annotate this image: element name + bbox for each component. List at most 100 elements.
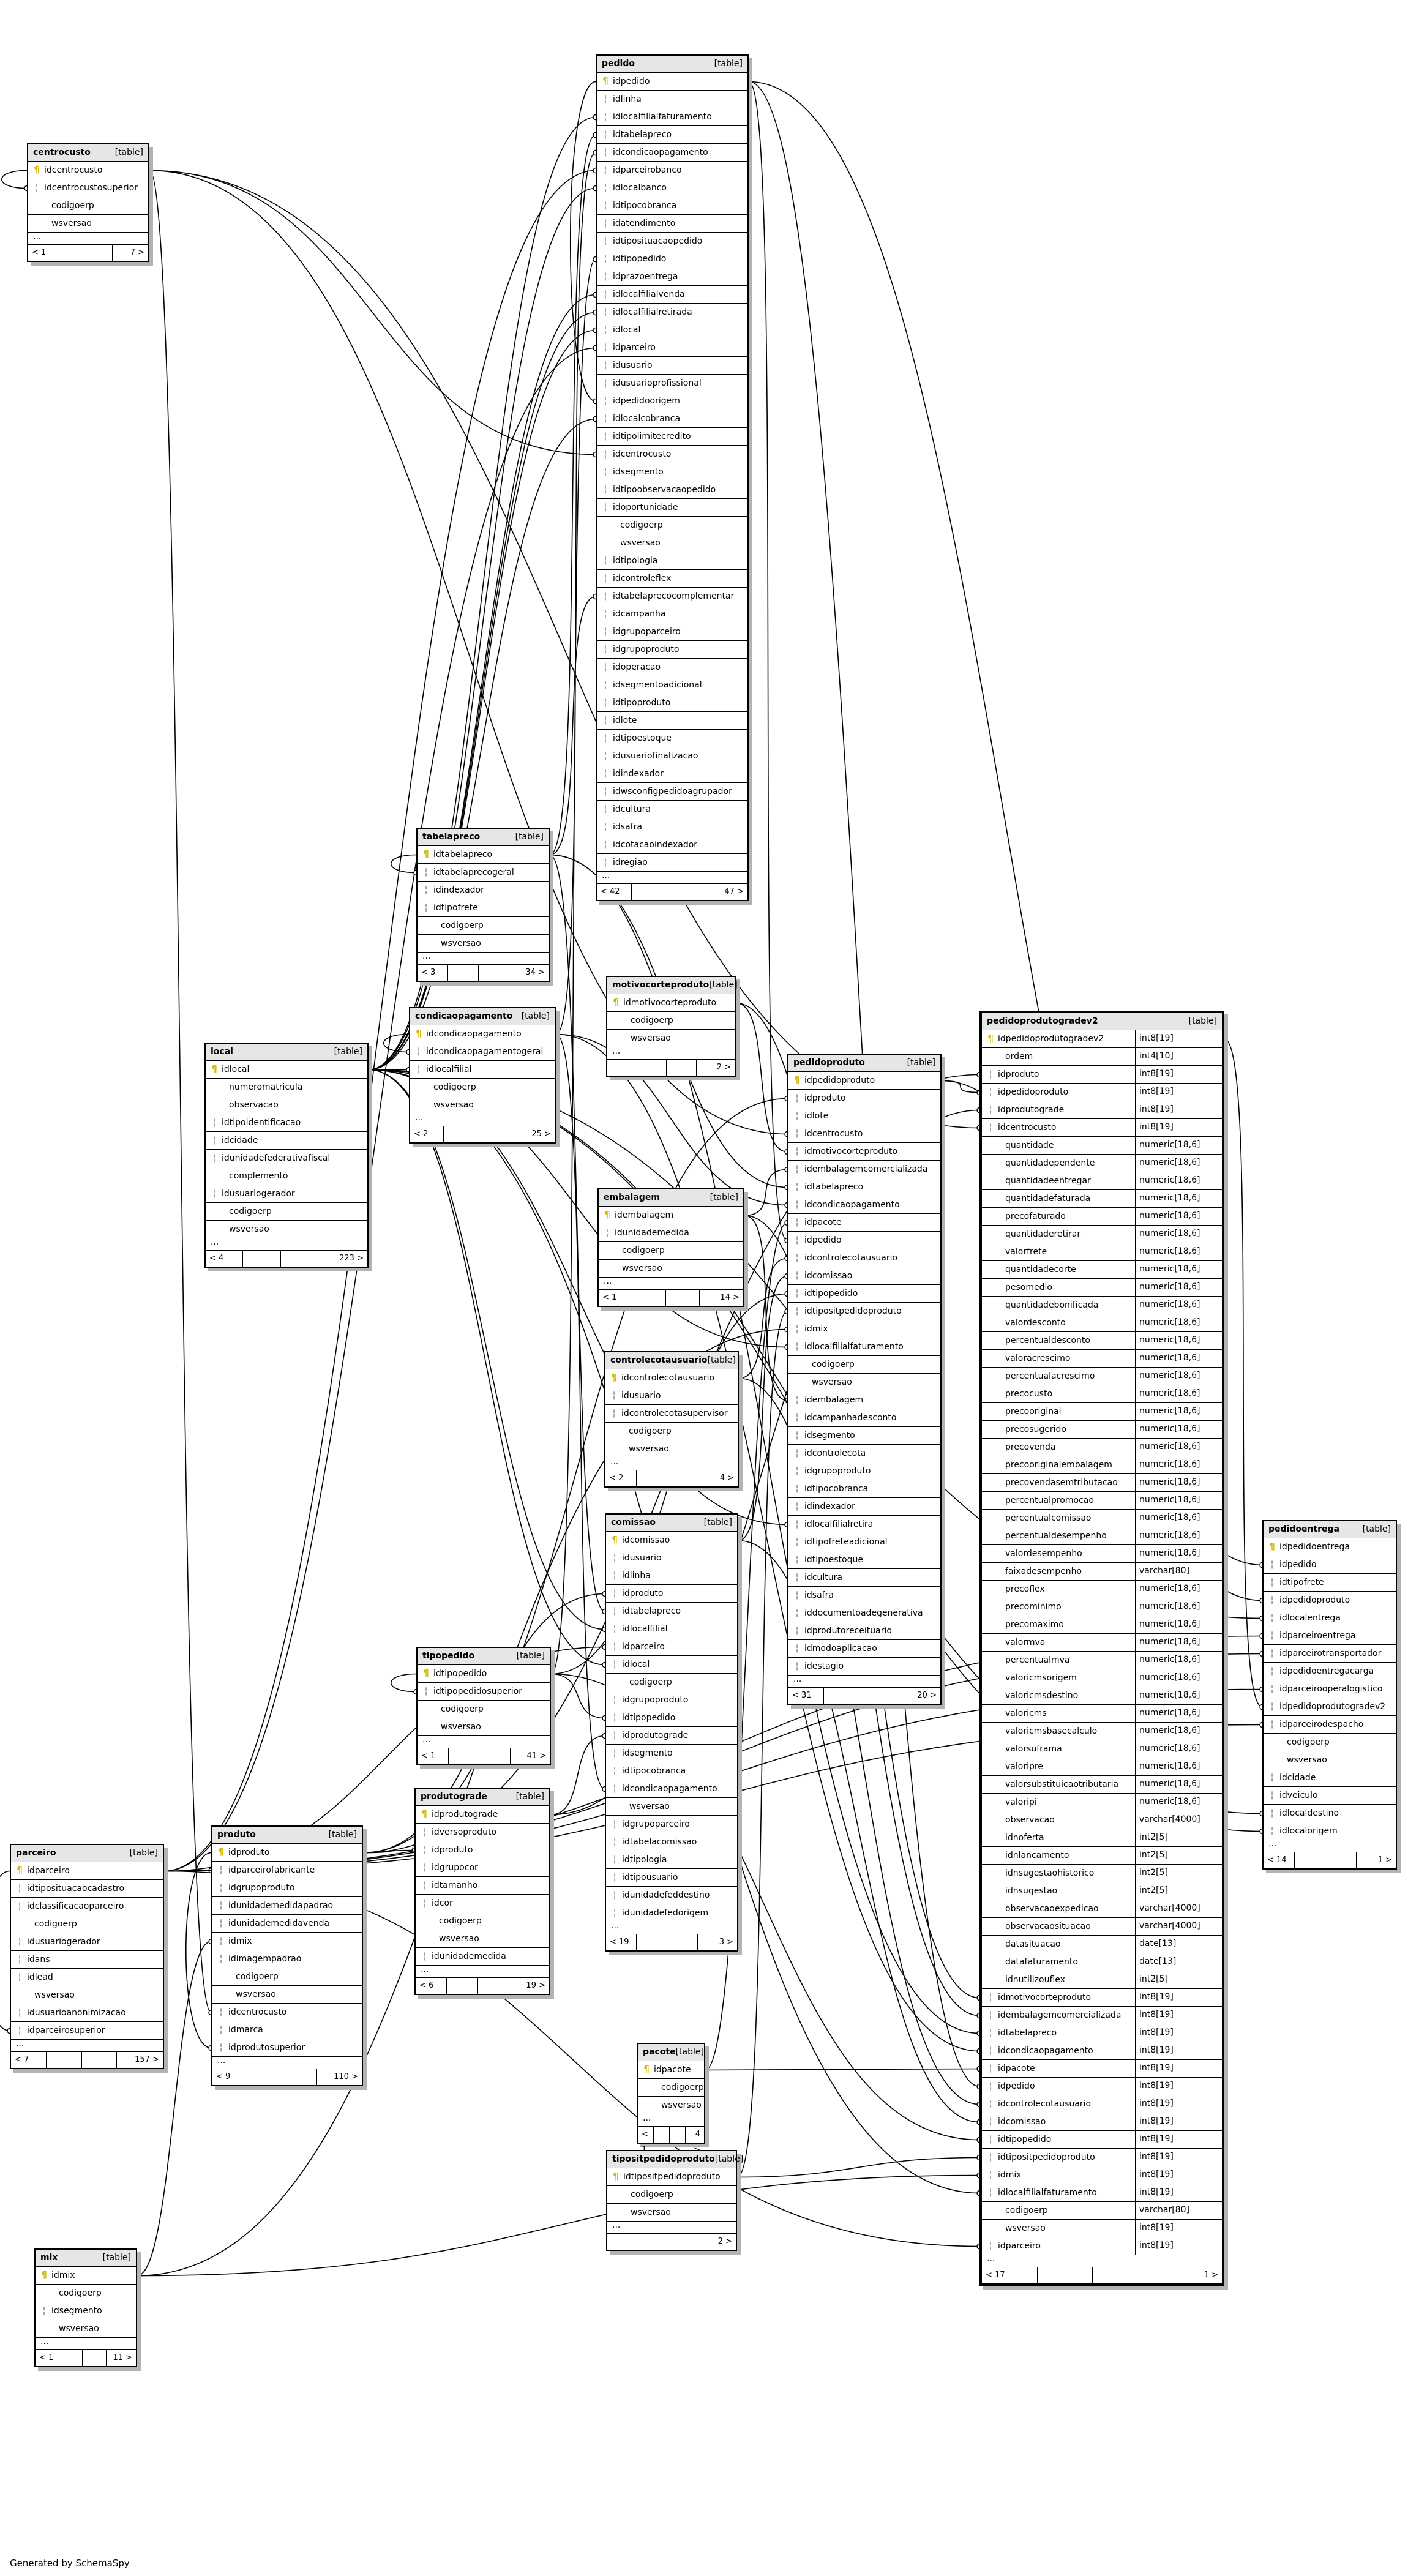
- column-row[interactable]: wsversao: [418, 1718, 550, 1736]
- column-row[interactable]: ¦idlocalfilialvenda: [597, 286, 747, 304]
- column-row[interactable]: ¦idmodoaplicacao: [788, 1640, 940, 1658]
- column-row[interactable]: ¦idlocal: [606, 1656, 737, 1674]
- column-row[interactable]: ¦idveiculo: [1264, 1787, 1396, 1805]
- column-row[interactable]: codigoerp: [418, 1701, 550, 1718]
- column-row[interactable]: wsversao: [638, 2097, 704, 2114]
- column-row[interactable]: ¦idsafra: [597, 818, 747, 836]
- column-row[interactable]: wsversao: [788, 1374, 940, 1391]
- column-row[interactable]: ¦idtabelapreco: [606, 1603, 737, 1620]
- column-row[interactable]: codigoerp: [212, 1968, 362, 1986]
- column-row[interactable]: ¦idoperacao: [597, 659, 747, 676]
- column-row[interactable]: ¦idlocalfilialretirada: [597, 304, 747, 321]
- column-row[interactable]: ¦idproduto: [606, 1585, 737, 1603]
- column-row[interactable]: ¦idmotivocorteproduto: [788, 1143, 940, 1161]
- column-row[interactable]: wsversao: [599, 1260, 743, 1278]
- column-row[interactable]: wsversao: [597, 534, 747, 552]
- column-row[interactable]: wsversao: [410, 1096, 555, 1114]
- table-header[interactable]: embalagem[table]: [599, 1189, 743, 1207]
- column-row[interactable]: ¦idcomissao: [788, 1267, 940, 1285]
- table-pedidoproduto[interactable]: pedidoproduto[table]¶idpedidoproduto¦idp…: [787, 1054, 942, 1705]
- column-row[interactable]: ¦idtipopedido: [606, 1709, 737, 1727]
- column-row[interactable]: codigoerp: [607, 2186, 736, 2204]
- column-row[interactable]: codigoerp: [606, 1674, 737, 1691]
- column-row[interactable]: ¦idoportunidade: [597, 499, 747, 517]
- column-row[interactable]: ¦idtabelaprecogeral: [418, 864, 549, 882]
- column-row[interactable]: ¦idcampanhadesconto: [788, 1409, 940, 1427]
- table-header[interactable]: controlecotausuario[table]: [605, 1352, 738, 1369]
- table-pedidoentrega[interactable]: pedidoentrega[table]¶idpedidoentrega¦idp…: [1262, 1520, 1397, 1870]
- column-row[interactable]: ¦idgrupoproduto: [212, 1879, 362, 1897]
- column-row[interactable]: codigoerp: [638, 2079, 704, 2097]
- column-row[interactable]: ¶idtipopedido: [418, 1665, 550, 1683]
- column-row[interactable]: ¦idusuarioprofissional: [597, 375, 747, 392]
- table-tipositpedidoproduto[interactable]: tipositpedidoproduto[table]¶idtipositped…: [606, 2150, 743, 2251]
- column-row[interactable]: wsversao: [212, 1986, 362, 2004]
- column-row[interactable]: ¦idtipofrete: [418, 899, 549, 917]
- table-controlecotausuario[interactable]: controlecotausuario[table]¶idcontrolecot…: [604, 1351, 739, 1488]
- column-row[interactable]: ¦idunidademedidapadrao: [212, 1897, 362, 1915]
- column-row[interactable]: ¦idcontrolecotausuario: [788, 1249, 940, 1267]
- column-row[interactable]: ¦idlote: [597, 712, 747, 730]
- column-row[interactable]: ¦idusuario: [597, 357, 747, 375]
- column-row[interactable]: ¶idparceiro: [11, 1862, 163, 1880]
- column-row[interactable]: codigoerp: [599, 1242, 743, 1260]
- table-header[interactable]: motivocorteproduto[table]: [607, 977, 738, 994]
- column-row[interactable]: ¦idprodutograde: [606, 1727, 737, 1745]
- table-comissao[interactable]: comissao[table]¶idcomissao¦idusuario¦idl…: [605, 1513, 738, 1952]
- column-row[interactable]: ¦idparceirobanco: [597, 162, 747, 179]
- column-row[interactable]: codigoerp: [605, 1423, 738, 1440]
- column-row[interactable]: ¦idregiao: [597, 854, 747, 872]
- column-row[interactable]: ¦iddocumentoadegenerativa: [788, 1604, 940, 1622]
- column-row[interactable]: ¶idtipositpedidoproduto: [607, 2168, 736, 2186]
- column-row[interactable]: ¦idtipoidentificacao: [206, 1114, 367, 1132]
- column-row[interactable]: ¦idtipousuario: [606, 1869, 737, 1887]
- column-row[interactable]: ¦idcondicaopagamentogeral: [410, 1043, 555, 1061]
- column-row[interactable]: ¦idtamanho: [416, 1877, 549, 1895]
- table-centrocusto[interactable]: centrocusto[table]¶idcentrocusto¦idcentr…: [27, 143, 149, 262]
- column-row[interactable]: ¦idlocaldestino: [1264, 1805, 1396, 1822]
- column-row[interactable]: ¦idgrupoproduto: [788, 1462, 940, 1480]
- column-row[interactable]: ¦idcondicaopagamento: [606, 1780, 737, 1798]
- column-row[interactable]: ¦idpedidoorigem: [597, 392, 747, 410]
- column-row[interactable]: ¦idmix: [212, 1933, 362, 1950]
- column-row[interactable]: codigoerp: [418, 917, 549, 935]
- column-row[interactable]: codigoerp: [410, 1079, 555, 1096]
- column-row[interactable]: ¦idtipoestoque: [597, 730, 747, 747]
- table-header[interactable]: pacote[table]: [638, 2044, 704, 2061]
- column-row[interactable]: ¦idlead: [11, 1969, 163, 1986]
- column-row[interactable]: ¦idparceirooperalogistico: [1264, 1680, 1396, 1698]
- column-row[interactable]: ¦idtabelapreco: [788, 1178, 940, 1196]
- table-header[interactable]: pedido[table]: [597, 56, 747, 73]
- column-row[interactable]: wsversao: [607, 2204, 736, 2222]
- column-row[interactable]: ¦idparceiroentrega: [1264, 1627, 1396, 1645]
- column-row[interactable]: ¦idcontrolecotasupervisor: [605, 1405, 738, 1423]
- table-motivocorteproduto[interactable]: motivocorteproduto[table]¶idmotivocortep…: [606, 976, 738, 1077]
- column-row[interactable]: codigoerp: [788, 1356, 940, 1374]
- column-row[interactable]: ¦idtiposituacaopedido: [597, 233, 747, 250]
- column-row[interactable]: ¦idtipocobranca: [597, 197, 747, 215]
